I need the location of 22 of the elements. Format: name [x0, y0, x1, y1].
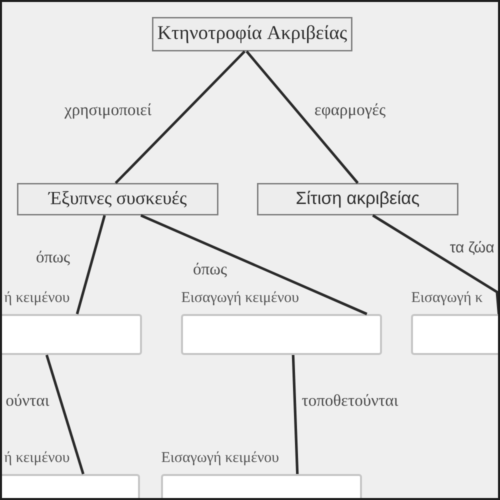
- box-heading: Εισαγωγή κ: [412, 291, 482, 306]
- concept-box: Κτηνοτροφία Ακριβείας: [152, 17, 352, 52]
- connector-line: [246, 50, 359, 184]
- edge-label: όπως: [192, 261, 228, 279]
- edge-label: τοποθετούνται: [300, 392, 400, 408]
- edge-label: όπως: [34, 249, 72, 267]
- edge-label: χρησιμοποιεί: [63, 102, 153, 120]
- box-heading: Εισαγωγή κειμένου: [182, 291, 298, 306]
- connector-line: [140, 214, 368, 316]
- connector-line: [114, 50, 246, 184]
- connector-line: [45, 354, 84, 474]
- edge-label: ούνται: [4, 392, 51, 408]
- connector-line: [76, 215, 106, 314]
- concept-box: Έξυπνες συσκευές: [17, 183, 218, 216]
- box-heading: Εισαγωγή κειμένου: [162, 451, 278, 466]
- connector-line: [372, 214, 500, 314]
- box-heading: ή κειμένου: [4, 451, 70, 466]
- connector-line: [292, 354, 299, 474]
- concept-box: Σίτιση ακριβείας: [257, 183, 458, 216]
- edge-label: εφαρμογές: [312, 102, 388, 120]
- edge-label: τα ζώα: [448, 240, 496, 256]
- box-heading: ή κειμένου: [4, 291, 70, 306]
